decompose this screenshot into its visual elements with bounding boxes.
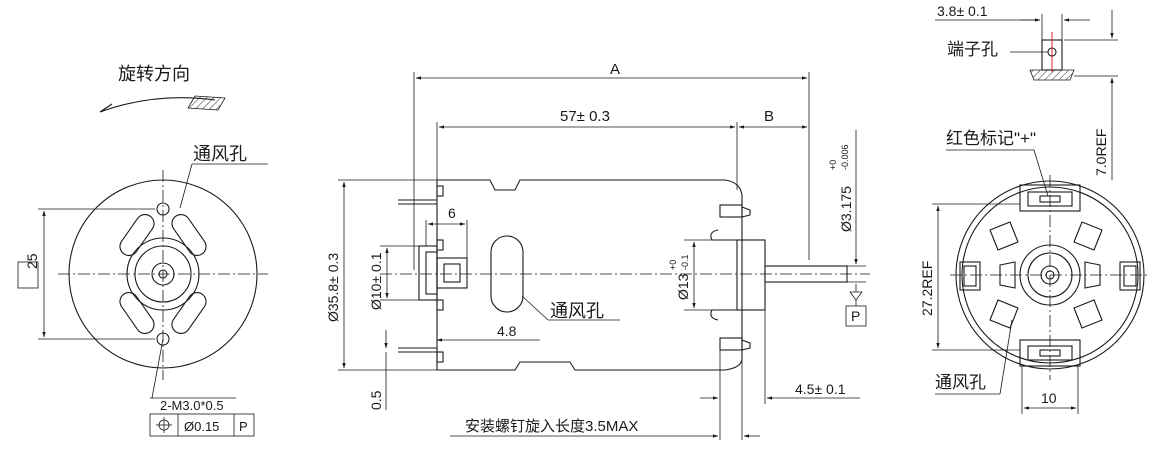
dim-10-right-text: 10 xyxy=(1041,390,1057,406)
dim-6-text: 6 xyxy=(448,205,456,221)
dim-3175-tol-top: +0 xyxy=(828,160,838,170)
vent-label-right: 通风孔 xyxy=(935,373,986,392)
dim-7ref-text: 7.0REF xyxy=(1093,129,1109,176)
dim-358-text: Ø35.8± 0.3 xyxy=(325,253,341,322)
dim-05-text: 0.5 xyxy=(368,390,384,410)
rotation-arrow-icon xyxy=(99,95,226,113)
vent-label-left: 通风孔 xyxy=(193,144,247,164)
dim-3175-text: Ø3.175 xyxy=(838,186,854,232)
dim-10-text: Ø10± 0.1 xyxy=(368,252,384,310)
dim-25-text: 25 xyxy=(24,253,40,269)
screw-note-text: 安装螺钉旋入长度3.5MAX xyxy=(465,418,638,435)
tol-value-text: Ø0.15 xyxy=(184,419,219,434)
dim-57-text: 57± 0.3 xyxy=(560,108,610,125)
dim-48-text: 4.8 xyxy=(497,323,517,339)
left-view: 旋转方向 通风孔 25 xyxy=(17,64,268,437)
dim-13-text: Ø13 xyxy=(675,273,691,300)
position-tolerance-icon xyxy=(156,417,172,433)
side-view: A 57± 0.3 B 通风孔 xyxy=(325,61,870,440)
tol-datum-text: P xyxy=(239,419,248,434)
dim-272ref-text: 27.2REF xyxy=(919,261,935,316)
dim-13-tol-top: +0 xyxy=(668,260,678,270)
terminal-hole-label: 端子孔 xyxy=(947,40,998,59)
datum-p-text: P xyxy=(851,308,860,324)
vent-label-mid: 通风孔 xyxy=(550,301,604,321)
rear-view: 3.8± 0.1 端子孔 7.0REF 红色标记"+" xyxy=(919,3,1149,414)
hole-spec-text: 2-M3.0*0.5 xyxy=(160,398,224,413)
dim-45-text: 4.5± 0.1 xyxy=(795,381,846,397)
dim-a-text: A xyxy=(610,61,620,78)
red-mark-label: 红色标记"+" xyxy=(946,129,1036,148)
dim-13-tol-bot: -0.1 xyxy=(680,254,690,270)
dim-38-text: 3.8± 0.1 xyxy=(937,3,988,19)
dim-b-text: B xyxy=(764,108,774,125)
dim-3175-tol-bot: -0.006 xyxy=(840,144,850,170)
rotation-label: 旋转方向 xyxy=(118,64,190,84)
